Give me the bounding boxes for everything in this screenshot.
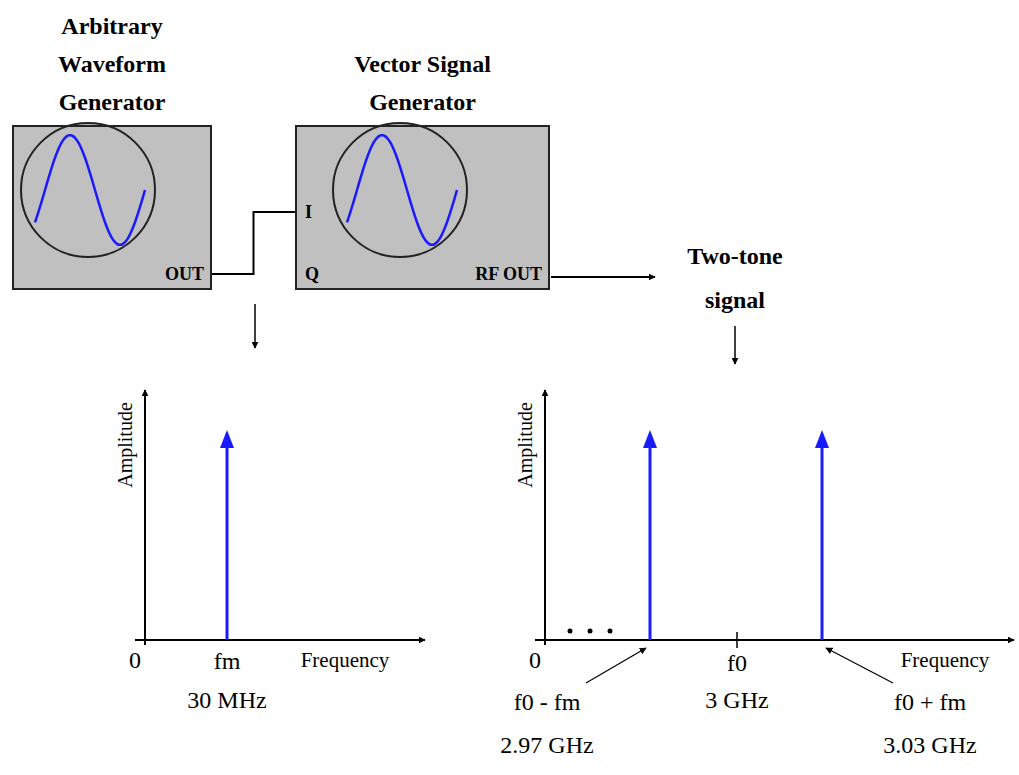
spectral-line bbox=[649, 446, 652, 640]
spectral-arrowhead bbox=[643, 430, 657, 448]
spectral-line bbox=[821, 446, 824, 640]
port-label: Q bbox=[305, 264, 319, 284]
ellipsis-dot bbox=[588, 629, 593, 634]
down-arrow bbox=[254, 304, 256, 348]
leader-arrow bbox=[586, 648, 646, 683]
output-arrow bbox=[551, 276, 655, 278]
frequency-label: f0 bbox=[727, 649, 747, 677]
signal-wire bbox=[212, 212, 295, 274]
sine-trace bbox=[35, 135, 145, 245]
port-label: I bbox=[305, 202, 312, 222]
axis-title: Amplitude bbox=[114, 402, 137, 488]
down-arrow bbox=[734, 326, 736, 364]
amplitude-axis bbox=[144, 390, 146, 645]
instrument-box: Vector Signal GeneratorIQRF OUT bbox=[295, 125, 550, 290]
instrument-box: Arbitrary Waveform GeneratorOUT bbox=[12, 125, 212, 290]
spectral-line bbox=[226, 446, 229, 640]
spectral-arrowhead bbox=[815, 430, 829, 448]
sine-trace bbox=[347, 135, 457, 245]
screen-circle bbox=[333, 123, 467, 257]
origin-label: 0 bbox=[129, 646, 141, 674]
ellipsis-dot bbox=[568, 629, 573, 634]
axis-title: Amplitude bbox=[514, 402, 537, 488]
amplitude-axis bbox=[544, 390, 546, 645]
frequency-value: 3 GHz bbox=[705, 686, 768, 714]
screen-circle bbox=[21, 123, 155, 257]
axis-title: Frequency bbox=[901, 648, 990, 672]
signal-label: Two-tone signal bbox=[660, 234, 810, 322]
leader-arrow bbox=[826, 648, 893, 683]
frequency-axis bbox=[135, 639, 425, 641]
frequency-axis bbox=[535, 639, 1014, 641]
port-label: RF OUT bbox=[475, 264, 542, 284]
frequency-label: f0 + fm bbox=[894, 688, 966, 716]
spectral-arrowhead bbox=[220, 430, 234, 448]
instrument-title: Vector Signal Generator bbox=[323, 45, 523, 121]
frequency-label: f0 - fm bbox=[514, 688, 581, 716]
origin-label: 0 bbox=[529, 646, 541, 674]
axis-title: Frequency bbox=[301, 648, 390, 672]
carrier-tick bbox=[736, 632, 738, 648]
instrument-title: Arbitrary Waveform Generator bbox=[47, 7, 177, 121]
port-label: OUT bbox=[165, 264, 204, 284]
frequency-value: 2.97 GHz bbox=[500, 731, 593, 759]
ellipsis-dot bbox=[608, 629, 613, 634]
frequency-value: 3.03 GHz bbox=[883, 731, 976, 759]
frequency-label: fm bbox=[214, 647, 241, 675]
frequency-value: 30 MHz bbox=[187, 686, 266, 714]
